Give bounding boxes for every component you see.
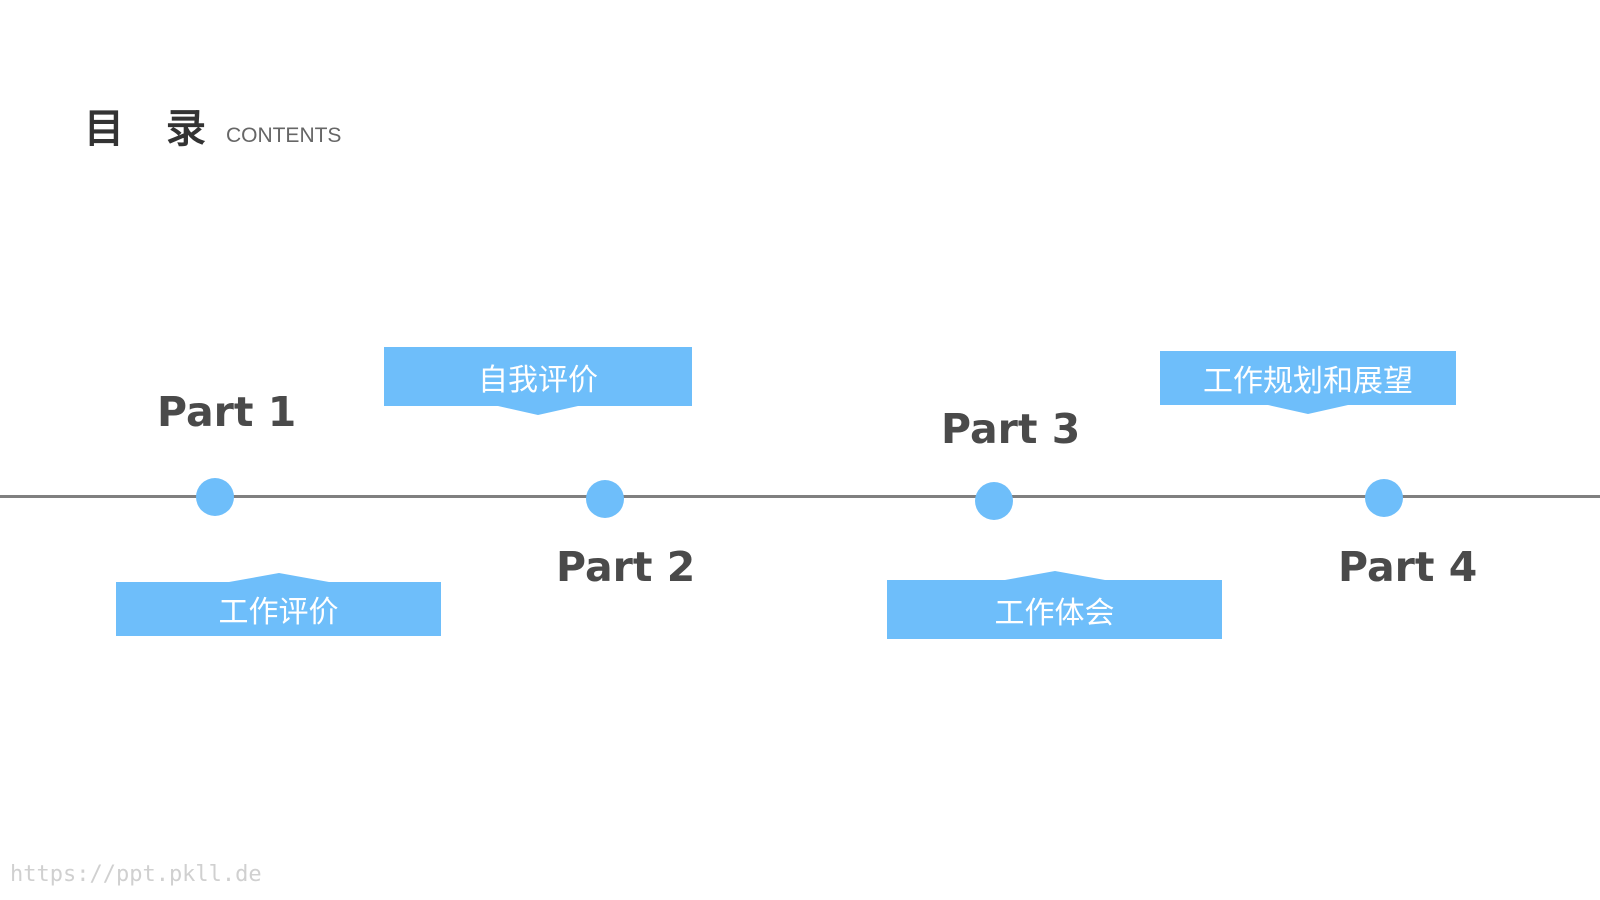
part-4-dot[interactable] (1365, 479, 1403, 517)
title-english: CONTENTS (225, 124, 342, 147)
part-2-dot[interactable] (586, 480, 624, 518)
part-4-tag[interactable]: 工作规划和展望 (1160, 351, 1456, 414)
timeline-line (0, 495, 1600, 498)
part-1-tag[interactable]: 工作评价 (116, 573, 441, 636)
title-chinese: 目 录 (84, 106, 220, 152)
part-2-tag[interactable]: 自我评价 (384, 347, 692, 415)
part-1-dot[interactable] (196, 478, 234, 516)
page-title: 目 录 CONTENTS (84, 96, 341, 154)
part-4-label: Part 4 (1338, 543, 1478, 591)
watermark: https://ppt.pkll.de (10, 862, 262, 887)
part-3-label: Part 3 (941, 405, 1081, 453)
part-3-tag[interactable]: 工作体会 (887, 571, 1222, 639)
part-3-dot[interactable] (975, 482, 1013, 520)
part-1-label: Part 1 (157, 388, 297, 436)
part-2-label: Part 2 (556, 543, 696, 591)
